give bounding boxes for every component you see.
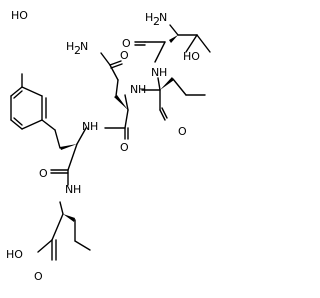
label-nh2-sub: 2	[153, 15, 160, 28]
bond-abu-co-a	[159, 109, 166, 121]
bond-asn-co-a	[109, 60, 122, 66]
bond-asn-ca-c	[124, 109, 129, 129]
bond-tyr-ring-4	[10, 86, 23, 97]
wedge-asn-calpha	[114, 95, 128, 110]
wedge-abu-calpha	[160, 77, 174, 90]
bond-abu-co-b	[161, 107, 168, 119]
label-abu-carbonyl-o: O	[178, 125, 187, 138]
label-asn-side-o: O	[120, 49, 129, 62]
bond-tyr-ring-6b	[13, 117, 23, 126]
bond-asn-n-ca	[124, 94, 129, 111]
label-thr-oh: HO	[183, 50, 200, 63]
bond-thr-methyl	[196, 34, 211, 53]
bond-thr-nh2	[169, 24, 179, 36]
label-tyr-amide-h: H	[73, 183, 81, 196]
label-abu-amide-n: N	[130, 83, 138, 96]
wedge-thr-calpha	[169, 35, 178, 43]
label-nh2-h: H	[145, 11, 153, 24]
label-thr-carbonyl-o: O	[122, 37, 131, 50]
label-phenol-oh: HO	[11, 9, 28, 22]
bond-cterm-oh	[37, 239, 53, 253]
bond-tyr-ring-7	[21, 119, 43, 130]
label-thr-amide-h: H	[159, 66, 167, 79]
molecule-diagram: H 2 N HO O N H O H 2 N N H O N H O HO O …	[6, 9, 211, 283]
bond-lines	[10, 24, 211, 261]
label-thr-amide-n: N	[151, 66, 159, 79]
bond-tyr-ring-3	[21, 86, 43, 97]
label-asn-amide-n: N	[82, 120, 90, 133]
bond-tyr-ring-1	[41, 119, 56, 131]
bond-asn-cb	[115, 79, 119, 97]
bond-tyr-ring-6	[10, 119, 23, 130]
wedge-tyr-calpha	[60, 144, 77, 150]
bond-asn-cn	[100, 52, 111, 66]
bond-asn-co-b	[110, 63, 123, 69]
bond-tyr-ring-4b	[13, 90, 23, 99]
label-asn-side-sub: 2	[74, 44, 81, 57]
label-asn-side-n: N	[80, 40, 88, 53]
bond-abu-ethyl-1	[172, 78, 187, 96]
label-nh2-n: N	[159, 11, 167, 24]
label-abu-amide-h: H	[138, 83, 146, 96]
label-acid-oh: HO	[6, 248, 23, 261]
label-asn-side-h: H	[66, 40, 74, 53]
bond-cterm-ca-c	[51, 213, 64, 241]
label-tyr-amide-n: N	[65, 183, 73, 196]
bond-tyr-cb	[54, 129, 61, 149]
label-asn-amide-h: H	[90, 120, 98, 133]
label-acid-o: O	[34, 270, 43, 283]
bond-thr-c-n	[154, 41, 166, 63]
structure-canvas: H 2 N HO O N H O H 2 N N H O N H O HO O …	[6, 9, 211, 283]
bond-tyr-n-ca	[76, 127, 87, 145]
bond-cterm-ethyl-2	[74, 240, 91, 251]
bond-abu-n-ca	[157, 77, 161, 91]
wedge-cterm-calpha	[63, 214, 75, 222]
bond-tyr-ca-c	[67, 143, 78, 171]
label-tyr-carbonyl-o: O	[39, 167, 48, 180]
label-asn-carbonyl-o: O	[120, 141, 129, 154]
bond-thr-oh	[185, 34, 198, 53]
bond-cterm-n-ca	[59, 201, 64, 215]
atom-labels: H 2 N HO O N H O H 2 N N H O N H O HO O …	[6, 9, 200, 283]
